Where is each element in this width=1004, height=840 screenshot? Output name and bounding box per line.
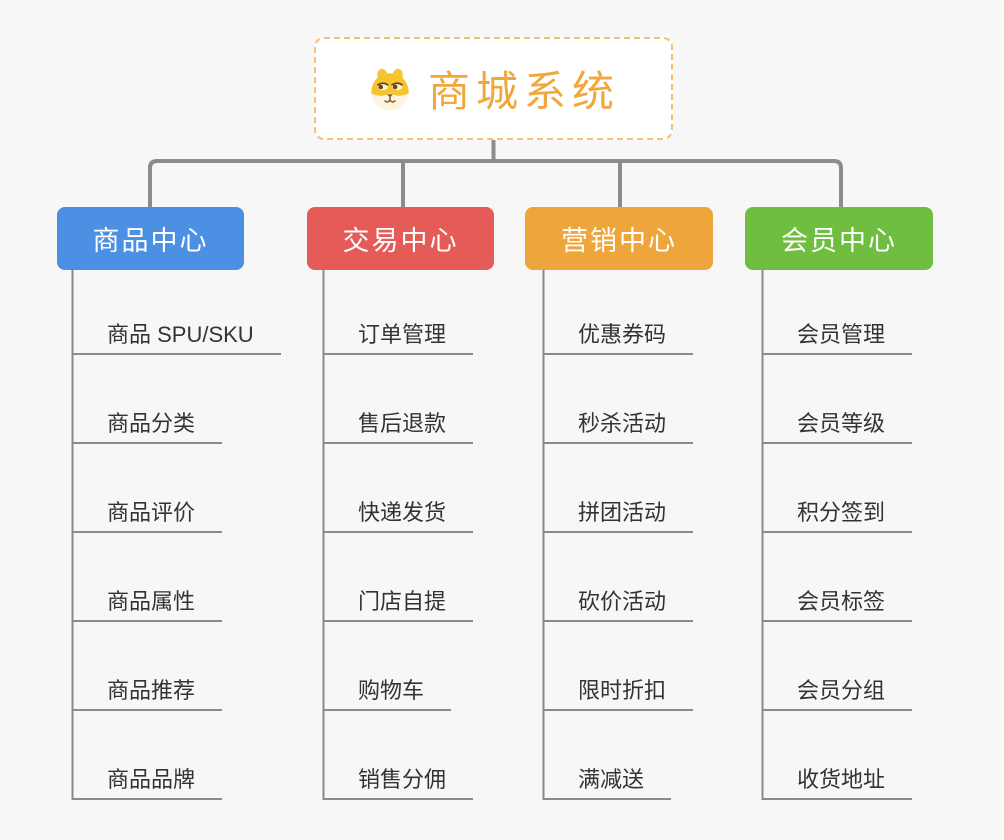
branch-node-marketing-center[interactable]: 营销中心 <box>525 207 713 270</box>
leaf-list-marketing-center: 优惠券码秒杀活动拼团活动砍价活动限时折扣满减送 <box>543 313 694 840</box>
leaf-node[interactable]: 会员分组 <box>762 669 913 711</box>
leaf-node[interactable]: 门店自提 <box>323 580 474 622</box>
leaf-node-label: 商品分类 <box>107 410 196 436</box>
leaf-node-label: 拼团活动 <box>578 499 667 525</box>
leaf-node[interactable]: 满减送 <box>543 758 672 800</box>
leaf-node-label: 商品 SPU/SKU <box>107 321 254 347</box>
leaf-node[interactable]: 购物车 <box>323 669 452 711</box>
leaf-node-label: 限时折扣 <box>578 677 667 703</box>
leaf-node-label: 积分签到 <box>797 499 886 525</box>
leaf-node[interactable]: 会员等级 <box>762 402 913 444</box>
leaf-node-label: 会员分组 <box>797 677 886 703</box>
branch-node-member-center[interactable]: 会员中心 <box>745 207 933 270</box>
leaf-node[interactable]: 会员标签 <box>762 580 913 622</box>
leaf-node-label: 购物车 <box>358 677 425 703</box>
leaf-node[interactable]: 优惠券码 <box>543 313 694 355</box>
leaf-node-label: 秒杀活动 <box>578 410 667 436</box>
leaf-node[interactable]: 快递发货 <box>323 491 474 533</box>
leaf-list-member-center: 会员管理会员等级积分签到会员标签会员分组收货地址 <box>762 313 913 840</box>
leaf-node-label: 商品属性 <box>107 588 196 614</box>
leaf-node[interactable]: 商品品牌 <box>72 758 223 800</box>
branch-node-product-center[interactable]: 商品中心 <box>57 207 244 270</box>
leaf-node-label: 优惠券码 <box>578 321 667 347</box>
root-node[interactable]: 商城系统 <box>314 37 673 140</box>
leaf-node-label: 收货地址 <box>797 766 886 792</box>
leaf-node-label: 商品推荐 <box>107 677 196 703</box>
dog-face-icon <box>371 68 409 111</box>
leaf-list-trade-center: 订单管理售后退款快递发货门店自提购物车销售分佣 <box>323 313 474 840</box>
leaf-node-label: 满减送 <box>578 766 645 792</box>
leaf-node[interactable]: 积分签到 <box>762 491 913 533</box>
leaf-node[interactable]: 商品分类 <box>72 402 223 444</box>
branch-node-trade-center[interactable]: 交易中心 <box>307 207 494 270</box>
leaf-node-label: 订单管理 <box>358 321 447 347</box>
leaf-node[interactable]: 秒杀活动 <box>543 402 694 444</box>
leaf-node[interactable]: 商品评价 <box>72 491 223 533</box>
leaf-node[interactable]: 订单管理 <box>323 313 474 355</box>
leaf-node-label: 商品品牌 <box>107 766 196 792</box>
leaf-node[interactable]: 会员管理 <box>762 313 913 355</box>
leaf-node-label: 会员等级 <box>797 410 886 436</box>
leaf-node[interactable]: 砍价活动 <box>543 580 694 622</box>
root-node-label: 商城系统 <box>427 68 620 115</box>
leaf-node-label: 快递发货 <box>358 499 447 525</box>
leaf-node[interactable]: 商品属性 <box>72 580 223 622</box>
leaf-node-label: 会员标签 <box>797 588 886 614</box>
leaf-node-label: 销售分佣 <box>358 766 447 792</box>
leaf-node[interactable]: 售后退款 <box>323 402 474 444</box>
leaf-node-label: 门店自提 <box>358 588 447 614</box>
leaf-node-label: 砍价活动 <box>578 588 667 614</box>
leaf-node-label: 售后退款 <box>358 410 447 436</box>
leaf-node-label: 会员管理 <box>797 321 886 347</box>
leaf-node-label: 商品评价 <box>107 499 196 525</box>
leaf-node[interactable]: 商品推荐 <box>72 669 223 711</box>
leaf-list-product-center: 商品 SPU/SKU 商品分类商品评价商品属性商品推荐商品品牌 <box>72 313 281 840</box>
leaf-node[interactable]: 商品 SPU/SKU <box>72 313 281 355</box>
leaf-node[interactable]: 收货地址 <box>762 758 913 800</box>
leaf-node[interactable]: 销售分佣 <box>323 758 474 800</box>
leaf-node[interactable]: 拼团活动 <box>543 491 694 533</box>
leaf-node[interactable]: 限时折扣 <box>543 669 694 711</box>
